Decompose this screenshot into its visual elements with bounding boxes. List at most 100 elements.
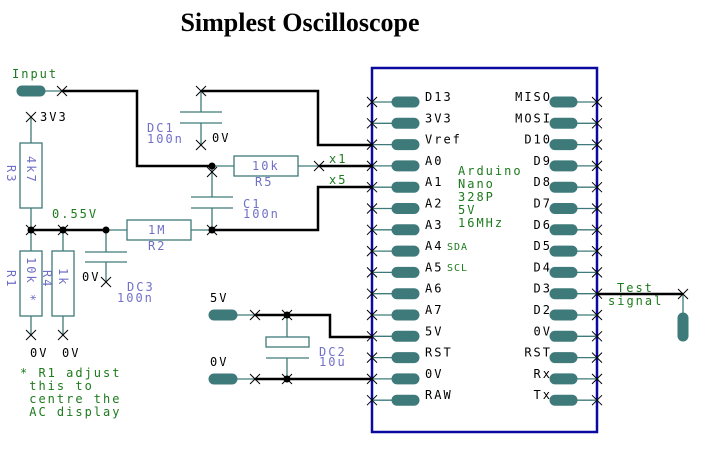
r2-ref: R2 [148, 239, 166, 253]
pin-label-raw: RAW [425, 388, 453, 402]
arduino-label-line: 5V [458, 203, 476, 217]
pin-terminal-x [591, 373, 603, 385]
dc2-ref: DC2 [319, 345, 347, 359]
dc1-gnd-label: 0V [212, 131, 230, 145]
pin-label-rst: RST [524, 346, 552, 360]
pin-label-a1: A1 [425, 175, 443, 189]
pin-terminal-x [366, 139, 378, 150]
pin-terminal-x [591, 160, 603, 172]
dc2-capacitor [265, 336, 310, 348]
dc3-value: 100n [117, 291, 154, 305]
input-label: Input [12, 67, 58, 81]
pin-terminal-x [591, 267, 603, 278]
adjust-note: * R1 adjust this to centre the AC displa… [20, 366, 121, 419]
pin-terminal-x [366, 394, 378, 406]
pin-terminal-x [591, 139, 603, 150]
5v-label: 5V [210, 291, 228, 305]
junction-dot [102, 226, 110, 234]
5v-wire [255, 313, 372, 339]
pin-label-d9: D9 [534, 154, 552, 168]
pin-terminal-x [366, 181, 378, 193]
note-line: * R1 adjust [20, 366, 121, 380]
pin-terminal-x [57, 329, 69, 341]
pin-label-d2: D2 [534, 303, 552, 317]
arduino-label-line: 328P [458, 190, 495, 204]
pin-terminal-x [591, 352, 603, 363]
pin-label-d7: D7 [534, 197, 552, 211]
pin-terminal-x [366, 373, 378, 385]
pin-terminal-x [366, 267, 378, 278]
note-line: AC display [20, 405, 121, 419]
r4-value: 1k [56, 268, 70, 286]
pin-label-mosi: MOSI [515, 111, 552, 125]
junction-dot [208, 162, 216, 170]
pin-label-d8: D8 [534, 175, 552, 189]
pin-label-a2: A2 [425, 197, 443, 211]
junction-dot [283, 375, 291, 383]
pin-terminal-x [366, 245, 378, 257]
pin-terminal-x [366, 96, 378, 108]
junction-dot [208, 226, 216, 234]
pin-terminal-x [366, 117, 378, 129]
r5-ref: R5 [255, 175, 273, 189]
junction-dot [27, 226, 35, 234]
pin-terminal-x [366, 224, 378, 236]
pin-label-a3: A3 [425, 218, 443, 232]
pin-terminal-x [195, 139, 207, 151]
0v-label: 0V [210, 355, 228, 369]
pin-label-a5: A5 [425, 260, 443, 274]
r3-value: 4k7 [24, 156, 38, 184]
pin-label-a4: A4 [425, 239, 443, 253]
pin-terminal-x [591, 96, 603, 108]
junction-dot [59, 226, 67, 234]
pin-terminal-x [366, 352, 378, 363]
dc2-value: 10u [319, 355, 347, 369]
pin-label-d13: D13 [425, 90, 453, 104]
pin-label-0v: 0V [534, 324, 552, 338]
note-line: this to [20, 379, 94, 393]
pin-label-tx: Tx [534, 388, 552, 402]
pin-terminal-x [366, 330, 378, 342]
arduino-label-line: Nano [458, 177, 495, 191]
pin-label-rst: RST [425, 346, 453, 360]
note-line: centre the [20, 392, 121, 406]
pin-label-d3: D3 [534, 282, 552, 296]
title-text: Simplest Oscilloscope [180, 8, 420, 37]
pin-terminal-x [366, 309, 378, 321]
pin-terminal-x [591, 394, 603, 406]
pin-terminal-x [591, 181, 603, 193]
pin-terminal-x [313, 160, 325, 172]
pin-terminal-x [591, 245, 603, 257]
3v3-label: 3V3 [40, 110, 68, 124]
r5-value: 10k [252, 159, 280, 173]
dc1-vref-wire [201, 89, 372, 147]
signal-label: signal [608, 294, 663, 308]
diagram-title: Simplest Oscilloscope [0, 8, 600, 38]
pin-label-d5: D5 [534, 239, 552, 253]
pin-label-rx: Rx [534, 367, 552, 381]
pin-terminal-x [591, 117, 603, 129]
pin-terminal-x [591, 224, 603, 236]
pin-label-a0: A0 [425, 154, 443, 168]
pin-label-vref: Vref [425, 133, 462, 147]
input-wire [62, 89, 212, 168]
dc3-ref: DC3 [127, 280, 155, 294]
pin-terminal-x [591, 203, 603, 214]
test-label: Test [617, 281, 654, 295]
c1-ref: C1 [243, 197, 261, 211]
pin-terminal-x [591, 288, 603, 300]
pin-terminal-x [195, 85, 207, 97]
scl-note: SCL [447, 263, 468, 274]
pin-label-d4: D4 [534, 260, 552, 274]
pin-label-0v: 0V [425, 367, 443, 381]
x5-wire [212, 185, 372, 232]
arduino-label-line: Arduino [458, 164, 523, 178]
pin-label-3v3: 3V3 [425, 111, 453, 125]
pin-label-d10: D10 [524, 133, 552, 147]
r4-gnd-label: 0V [62, 346, 80, 360]
pin-label-a6: A6 [425, 282, 443, 296]
pin-terminal-x [25, 329, 37, 341]
